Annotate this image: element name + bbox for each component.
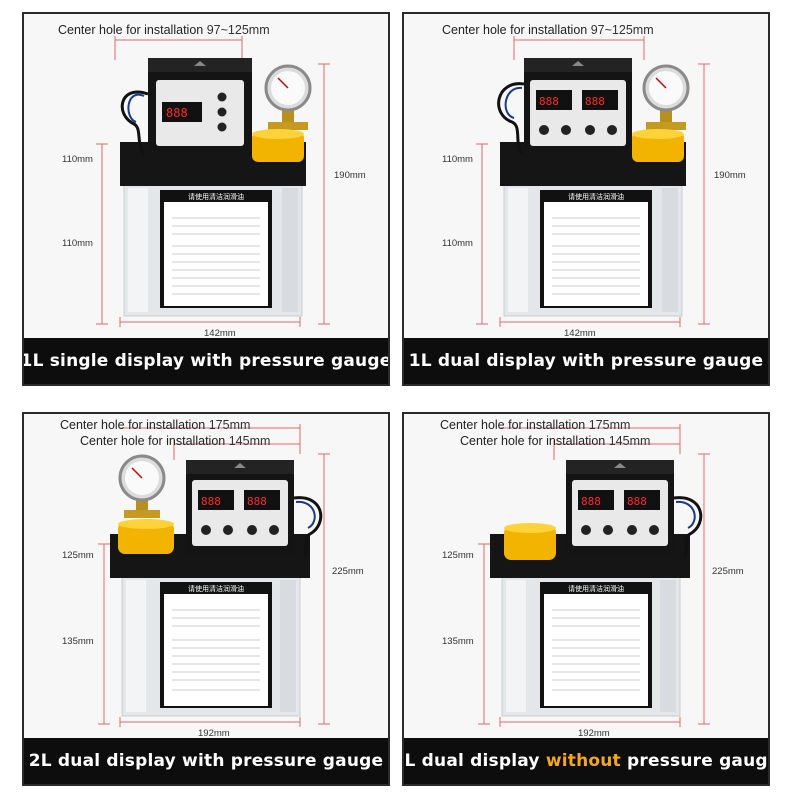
width-dimension: 192mm bbox=[198, 728, 230, 739]
product-panel-2l-dual-no-gauge: 888 888 请使用清洁润滑油 Center hole for install… bbox=[402, 412, 770, 786]
center-hole-dimension-inner: Center hole for installation 145mm bbox=[460, 434, 651, 448]
svg-text:888: 888 bbox=[581, 495, 601, 508]
width-dimension: 192mm bbox=[578, 728, 610, 739]
tank-label-title: 请使用清洁润滑油 bbox=[188, 584, 244, 593]
height-lower-dimension: 110mm bbox=[442, 238, 473, 249]
caption-suffix: pressure gauge bbox=[620, 751, 770, 771]
total-height-dimension: 190mm bbox=[334, 170, 366, 181]
svg-text:888: 888 bbox=[166, 106, 188, 120]
tank-label-title: 请使用清洁润滑油 bbox=[568, 192, 624, 201]
tank-label-title: 请使用清洁润滑油 bbox=[188, 192, 244, 201]
panel-caption: 2L dual display with pressure gauge bbox=[24, 738, 388, 784]
height-lower-dimension: 135mm bbox=[62, 636, 94, 647]
caption-highlight: without bbox=[545, 751, 621, 771]
pump-illustration: 888 请使用清洁润滑油 bbox=[96, 36, 330, 327]
tank-label-title: 请使用清洁润滑油 bbox=[568, 584, 624, 593]
width-dimension: 142mm bbox=[564, 328, 596, 339]
caption-prefix: 2L dual display bbox=[402, 751, 546, 771]
center-hole-dimension: Center hole for installation 97~125mm bbox=[58, 23, 270, 37]
svg-text:888: 888 bbox=[539, 95, 559, 108]
panel-caption: 1L dual display with pressure gauge bbox=[404, 338, 768, 384]
panel-caption: 1L single display with pressure gauge bbox=[24, 338, 388, 384]
height-upper-dimension: 110mm bbox=[442, 154, 473, 165]
product-panel-2l-dual-gauge: 888 888 请使用清洁润滑油 Center hole for install… bbox=[22, 412, 390, 786]
center-hole-dimension-outer: Center hole for installation 175mm bbox=[60, 418, 251, 432]
height-upper-dimension: 110mm bbox=[62, 154, 93, 165]
product-panel-1l-dual: 888 888 请使用清洁润滑油 Center hole for install… bbox=[402, 12, 770, 386]
pump-illustration: 888 888 请使用清洁润滑油 bbox=[98, 424, 330, 727]
width-dimension: 142mm bbox=[204, 328, 236, 339]
total-height-dimension: 225mm bbox=[712, 566, 744, 577]
total-height-dimension: 225mm bbox=[332, 566, 364, 577]
center-hole-dimension: Center hole for installation 97~125mm bbox=[442, 23, 654, 37]
panel-caption: 2L dual display without pressure gauge bbox=[404, 738, 768, 784]
pump-illustration: 888 888 请使用清洁润滑油 bbox=[478, 424, 710, 727]
svg-text:888: 888 bbox=[585, 95, 605, 108]
center-hole-dimension-outer: Center hole for installation 175mm bbox=[440, 418, 631, 432]
svg-text:888: 888 bbox=[201, 495, 221, 508]
total-height-dimension: 190mm bbox=[714, 170, 746, 181]
pump-illustration: 888 888 请使用清洁润滑油 bbox=[476, 36, 710, 327]
height-lower-dimension: 110mm bbox=[62, 238, 93, 249]
svg-text:888: 888 bbox=[247, 495, 267, 508]
svg-text:888: 888 bbox=[627, 495, 647, 508]
height-upper-dimension: 125mm bbox=[442, 550, 474, 561]
height-upper-dimension: 125mm bbox=[62, 550, 94, 561]
center-hole-dimension-inner: Center hole for installation 145mm bbox=[80, 434, 271, 448]
height-lower-dimension: 135mm bbox=[442, 636, 474, 647]
product-panel-1l-single: 888 请使用清洁润滑油 Center hole for installatio… bbox=[22, 12, 390, 386]
